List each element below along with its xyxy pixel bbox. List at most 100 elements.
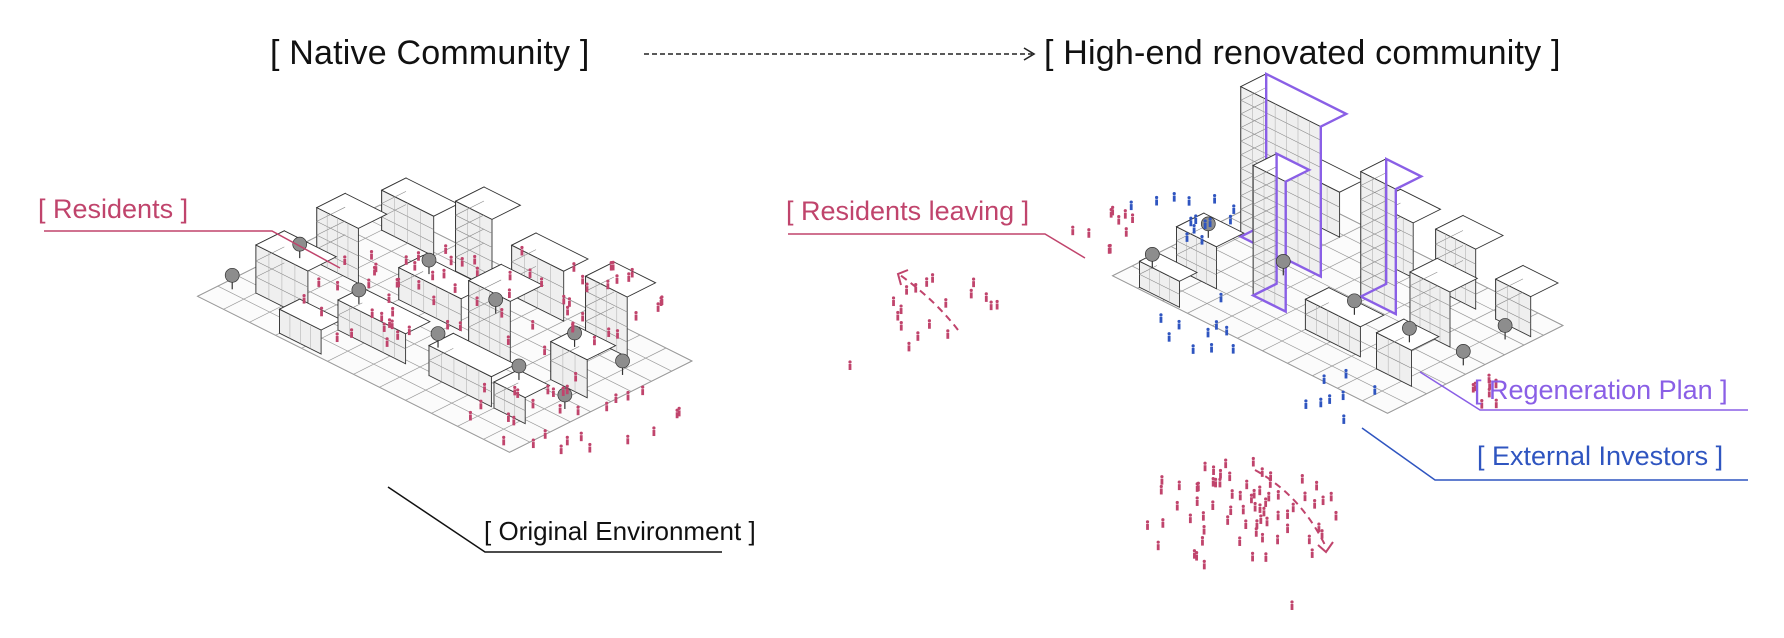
person-icon	[473, 254, 477, 265]
person-icon	[506, 335, 510, 345]
person-icon	[1344, 368, 1348, 379]
person-icon	[1214, 320, 1219, 330]
person-icon	[1262, 506, 1266, 517]
person-icon	[302, 293, 306, 304]
person-icon	[630, 267, 634, 278]
person-icon	[1218, 477, 1222, 488]
person-icon	[1161, 518, 1165, 528]
person-icon	[513, 385, 517, 396]
person-icon	[546, 384, 550, 395]
person-icon	[1188, 513, 1192, 524]
tree-icon	[1347, 293, 1362, 315]
person-icon	[349, 328, 354, 338]
person-icon	[615, 329, 620, 339]
person-icon	[1206, 327, 1210, 338]
person-icon	[367, 278, 371, 289]
person-icon	[1201, 511, 1205, 521]
person-icon	[1315, 480, 1319, 491]
person-icon	[1224, 458, 1228, 469]
building-icon	[549, 326, 617, 399]
person-icon	[558, 403, 562, 414]
person-icon	[1255, 519, 1259, 529]
native-community-scene	[196, 177, 694, 455]
person-icon	[1195, 496, 1199, 506]
tree-icon	[430, 326, 446, 348]
person-icon	[1328, 394, 1332, 404]
person-icon	[479, 399, 483, 410]
person-icon	[1334, 510, 1338, 521]
person-icon	[1200, 235, 1204, 245]
person-icon	[1230, 489, 1234, 499]
person-icon	[614, 393, 618, 403]
person-icon	[1342, 414, 1346, 424]
person-icon	[565, 384, 569, 395]
person-icon	[374, 262, 378, 273]
person-icon	[1260, 532, 1265, 543]
person-icon	[1167, 332, 1171, 342]
person-icon	[1107, 244, 1111, 254]
person-icon	[1304, 399, 1308, 409]
new-tower	[1250, 151, 1312, 314]
person-icon	[391, 306, 395, 317]
tree-icon	[511, 358, 527, 380]
person-icon	[444, 244, 448, 254]
person-icon	[413, 260, 417, 271]
person-icon	[1195, 550, 1199, 561]
person-icon	[588, 442, 592, 453]
person-icon	[971, 277, 976, 288]
person-icon	[317, 277, 321, 287]
person-icon	[1480, 398, 1484, 409]
building-icon	[427, 332, 517, 408]
person-icon	[611, 260, 615, 271]
person-icon	[1285, 523, 1290, 534]
person-icon	[944, 298, 948, 308]
person-icon	[475, 296, 479, 307]
building-icon	[1494, 264, 1560, 338]
person-icon	[891, 296, 896, 307]
person-icon	[1231, 344, 1235, 354]
person-icon	[641, 385, 645, 396]
person-icon	[1290, 600, 1294, 610]
person-icon	[1253, 501, 1257, 512]
native-community-title: [ Native Community ]	[270, 34, 590, 72]
person-icon	[1275, 534, 1280, 545]
person-icon	[1285, 509, 1290, 519]
person-icon	[605, 401, 609, 412]
person-icon	[1071, 225, 1075, 236]
person-icon	[1300, 473, 1304, 484]
person-icon	[1252, 488, 1256, 499]
tree-icon	[351, 282, 367, 304]
person-icon	[1213, 193, 1217, 204]
building-icon	[492, 369, 551, 425]
person-icon	[1177, 319, 1181, 330]
person-icon	[531, 319, 535, 330]
person-icon	[369, 249, 374, 260]
original-environment-label: [ Original Environment ]	[484, 516, 756, 546]
person-icon	[1320, 529, 1324, 539]
person-icon	[626, 390, 630, 401]
person-icon	[1087, 228, 1091, 238]
residents-leader	[44, 230, 341, 269]
person-icon	[1218, 468, 1223, 479]
person-icon	[407, 325, 411, 336]
person-icon	[1155, 195, 1159, 206]
building-icon	[254, 230, 338, 320]
person-icon	[899, 320, 903, 331]
person-icon	[1244, 519, 1248, 529]
person-icon	[579, 431, 583, 442]
person-icon	[531, 398, 535, 409]
person-icon	[382, 322, 386, 332]
person-icon	[531, 438, 535, 449]
person-icon	[581, 311, 585, 322]
person-icon	[1192, 223, 1196, 234]
person-icon	[507, 288, 511, 299]
person-icon	[442, 268, 446, 279]
person-icon	[896, 310, 900, 321]
person-icon	[1177, 480, 1181, 491]
person-icon	[416, 251, 421, 261]
person-icon	[1159, 484, 1163, 495]
person-icon	[576, 405, 580, 416]
person-icon	[565, 305, 570, 316]
